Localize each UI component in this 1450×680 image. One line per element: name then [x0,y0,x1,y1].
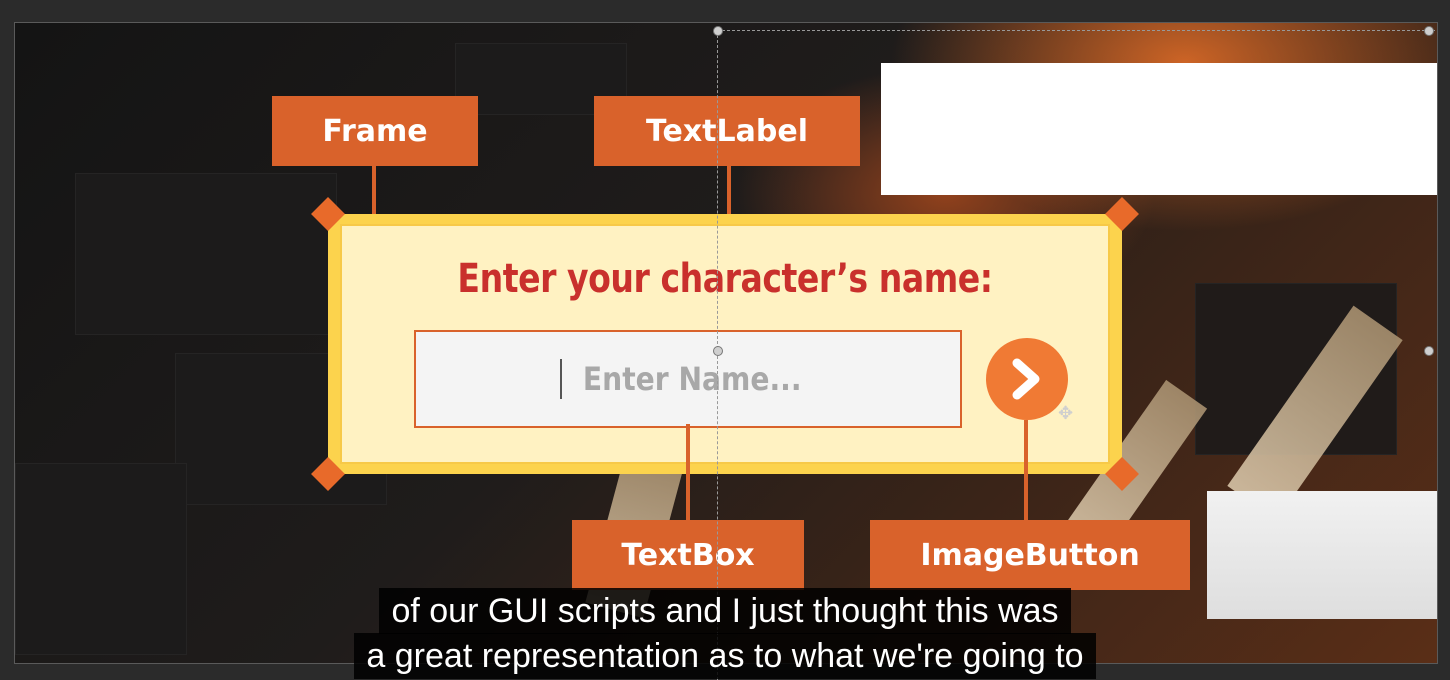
selection-guide-horizontal [717,30,1435,31]
selection-handle[interactable] [1424,26,1434,36]
callout-pointer [372,166,376,214]
subtitle-text: a great representation as to what we're … [354,633,1096,679]
callout-pointer [686,424,690,522]
move-cursor-icon: ✥ [1058,403,1074,424]
text-label: Enter your character’s name: [457,256,993,302]
callout-pointer [1024,420,1028,522]
bg-block [15,463,187,655]
callout-textlabel: TextLabel [594,96,860,166]
callout-frame: Frame [272,96,478,166]
callout-pointer [727,166,731,258]
textbox-placeholder: Enter Name... [582,360,802,398]
callout-imagebutton: ImageButton [870,520,1190,590]
white-panel-top[interactable] [881,63,1437,195]
selection-handle[interactable] [713,346,723,356]
subtitle-text: of our GUI scripts and I just thought th… [379,588,1071,634]
callout-textbox: TextBox [572,520,804,590]
subtitle-line-2: a great representation as to what we're … [0,633,1450,679]
submit-image-button[interactable] [986,338,1068,420]
chevron-right-icon [1007,357,1047,401]
name-textbox[interactable]: Enter Name... [414,330,962,428]
selection-handle[interactable] [713,26,723,36]
subtitle-line-1: of our GUI scripts and I just thought th… [0,588,1450,634]
selection-handle[interactable] [1424,346,1434,356]
gray-panel-bottom[interactable] [1207,491,1437,619]
gui-frame[interactable]: Enter your character’s name: Enter Name.… [328,214,1122,474]
bg-block [75,173,337,335]
text-caret [559,359,562,399]
